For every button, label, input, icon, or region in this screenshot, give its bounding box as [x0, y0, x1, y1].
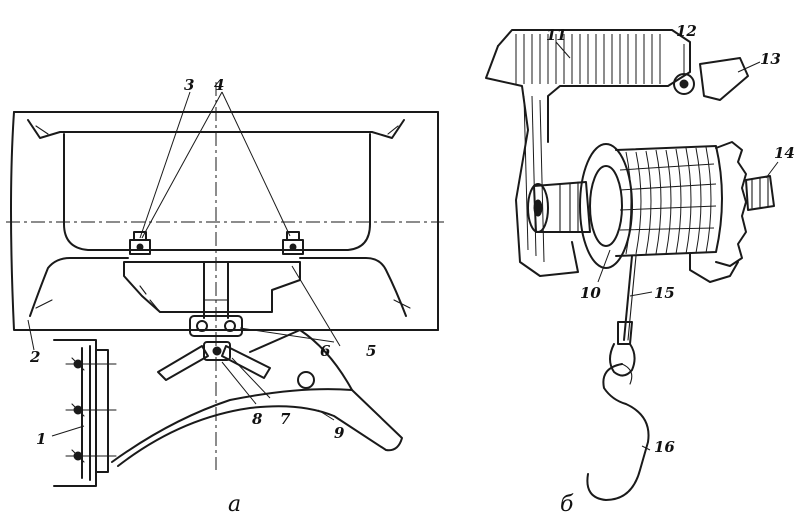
panel-a-drawing — [6, 82, 444, 487]
label-6: 6 — [320, 342, 331, 360]
panel-b-callouts — [555, 41, 779, 451]
winch-housing-top — [497, 29, 691, 143]
panel-a-callouts — [27, 91, 341, 437]
ratchet-gear — [715, 141, 747, 267]
bracket-13 — [699, 57, 749, 101]
tire-upper-profile — [27, 119, 405, 139]
arm-upper-edge — [249, 329, 353, 391]
housing-hatching — [515, 34, 661, 263]
label-14: 14 — [774, 144, 795, 162]
wing-nut — [157, 341, 271, 381]
label-11: 11 — [546, 26, 567, 44]
bolt-14 — [745, 175, 775, 211]
cable-drum — [615, 145, 723, 257]
label-10: 10 — [580, 284, 601, 302]
side-bracket — [53, 339, 117, 487]
clamp-block — [189, 315, 243, 337]
support-arm — [111, 388, 403, 467]
cable-coils — [619, 146, 717, 255]
tire-lower-right — [299, 257, 407, 317]
label-13: 13 — [760, 50, 781, 68]
label-8: 8 — [252, 410, 263, 428]
carrier-bracket — [123, 261, 301, 313]
label-15: 15 — [654, 284, 675, 302]
label-4: 4 — [214, 76, 225, 94]
drum-shaft — [533, 181, 591, 233]
caption-a: а — [228, 492, 242, 517]
label-5: 5 — [366, 342, 377, 360]
label-9: 9 — [334, 424, 345, 442]
rim-sides — [63, 133, 371, 225]
cable — [623, 255, 633, 341]
hook — [586, 363, 650, 501]
hanger-post — [203, 261, 229, 319]
label-7: 7 — [280, 410, 291, 428]
caption-b: б — [560, 492, 574, 517]
bolt-left — [129, 231, 151, 255]
label-12: 12 — [676, 22, 697, 40]
label-2: 2 — [30, 348, 41, 366]
frame-rail-left-edge — [10, 111, 439, 331]
drum-flange — [579, 143, 633, 269]
winch-housing-side — [485, 45, 579, 277]
label-16: 16 — [654, 438, 675, 456]
bolt-right — [282, 231, 304, 255]
arm-hole — [297, 371, 315, 389]
tire-lower-left — [29, 257, 129, 317]
cable-eye — [609, 343, 636, 377]
panel-b-drawing — [485, 29, 775, 501]
label-3: 3 — [184, 76, 195, 94]
rim-lower-profile — [63, 223, 371, 251]
label-1: 1 — [36, 430, 47, 448]
